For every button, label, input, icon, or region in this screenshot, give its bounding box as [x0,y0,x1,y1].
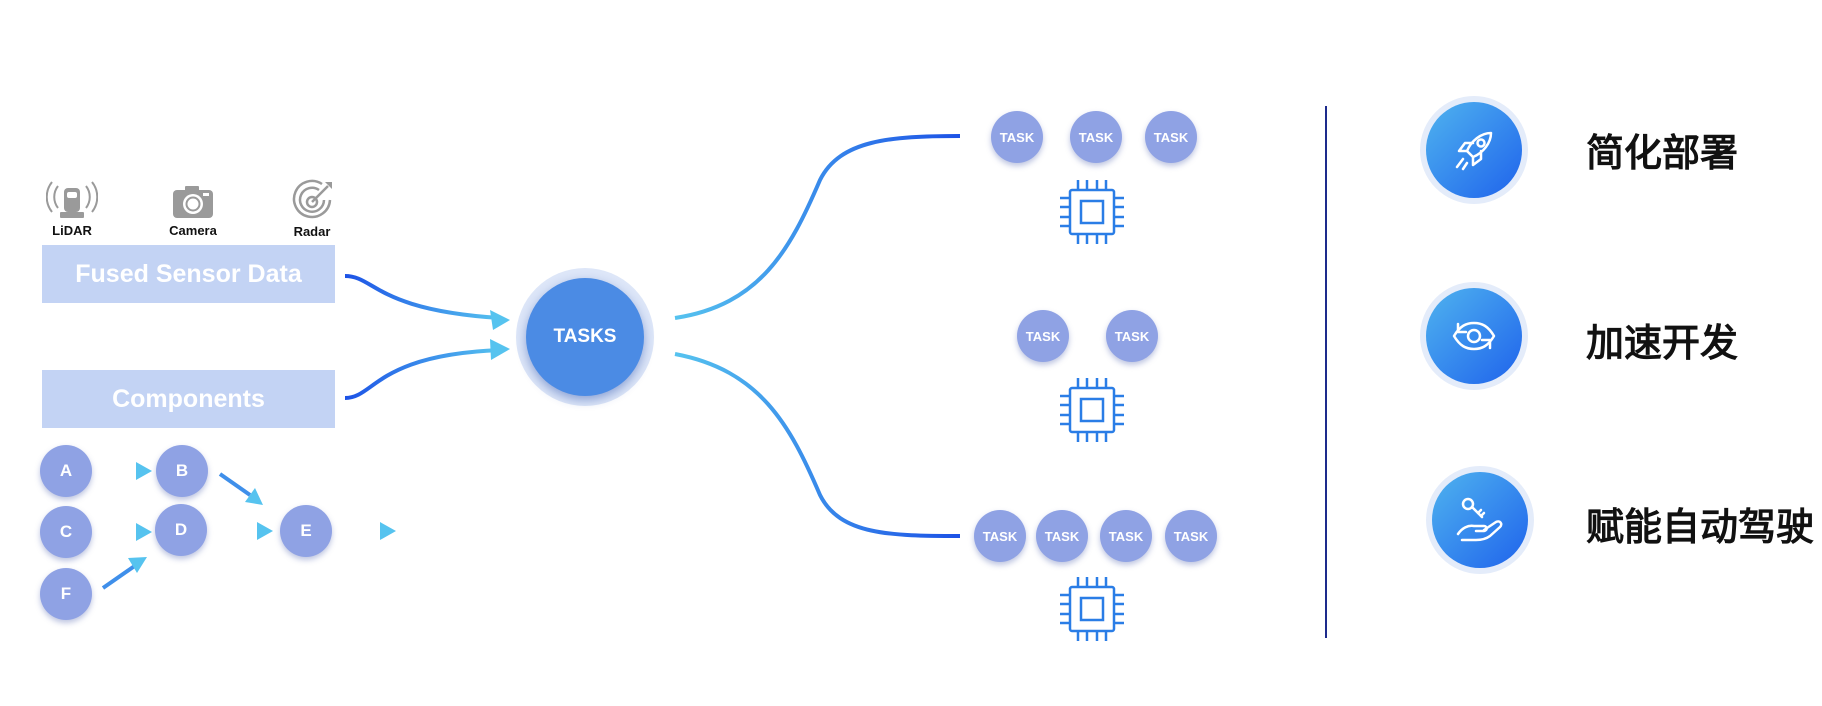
rotate-eye-icon [1426,288,1522,384]
graph-arrow-d-e [220,522,273,540]
task-node: TASK [1017,310,1069,362]
chip-icon [1058,575,1126,648]
lidar-label: LiDAR [52,223,92,238]
graph-node-f: F [40,568,92,620]
chip-icon [1058,178,1126,251]
task-node: TASK [1165,510,1217,562]
flow-hub-to-processor-3 [674,352,961,538]
benefit-label-empower-autonomous-driving: 赋能自动驾驶 [1586,505,1815,549]
fused-sensor-data-box: Fused Sensor Data [42,245,335,303]
graph-arrow-e-out [342,522,396,540]
flow-components-to-hub [344,348,501,400]
camera-label: Camera [169,223,217,238]
flow-fused-to-hub [344,274,501,320]
graph-node-d: D [155,504,207,556]
lidar-icon [45,178,99,227]
graph-node-e: E [280,505,332,557]
graph-arrow-b-e [218,472,263,505]
task-node: TASK [1100,510,1152,562]
graph-arrow-f-d [101,557,147,590]
camera-icon [171,184,215,225]
arrowhead-components [490,339,510,360]
flow-hub-to-processor-1 [674,134,961,320]
radar-label: Radar [293,224,331,239]
graph-arrow-a-b [98,462,152,480]
components-box: Components [42,370,335,428]
arrowhead-fused [490,310,510,330]
graph-node-c: C [40,506,92,558]
chip-icon [1058,376,1126,449]
task-node: TASK [991,111,1043,163]
hand-key-icon [1432,472,1528,568]
task-node: TASK [974,510,1026,562]
benefit-label-simplify-deploy: 简化部署 [1586,131,1739,175]
graph-node-b: B [156,445,208,497]
tasks-hub: TASKS [526,278,644,396]
graph-arrow-c-d [98,523,152,541]
task-node: TASK [1036,510,1088,562]
rocket-icon [1426,102,1522,198]
graph-node-a: A [40,445,92,497]
task-node: TASK [1145,111,1197,163]
task-node: TASK [1106,310,1158,362]
section-divider [1325,106,1327,638]
benefit-label-accelerate-dev: 加速开发 [1586,321,1739,365]
radar-icon [292,178,336,227]
task-node: TASK [1070,111,1122,163]
